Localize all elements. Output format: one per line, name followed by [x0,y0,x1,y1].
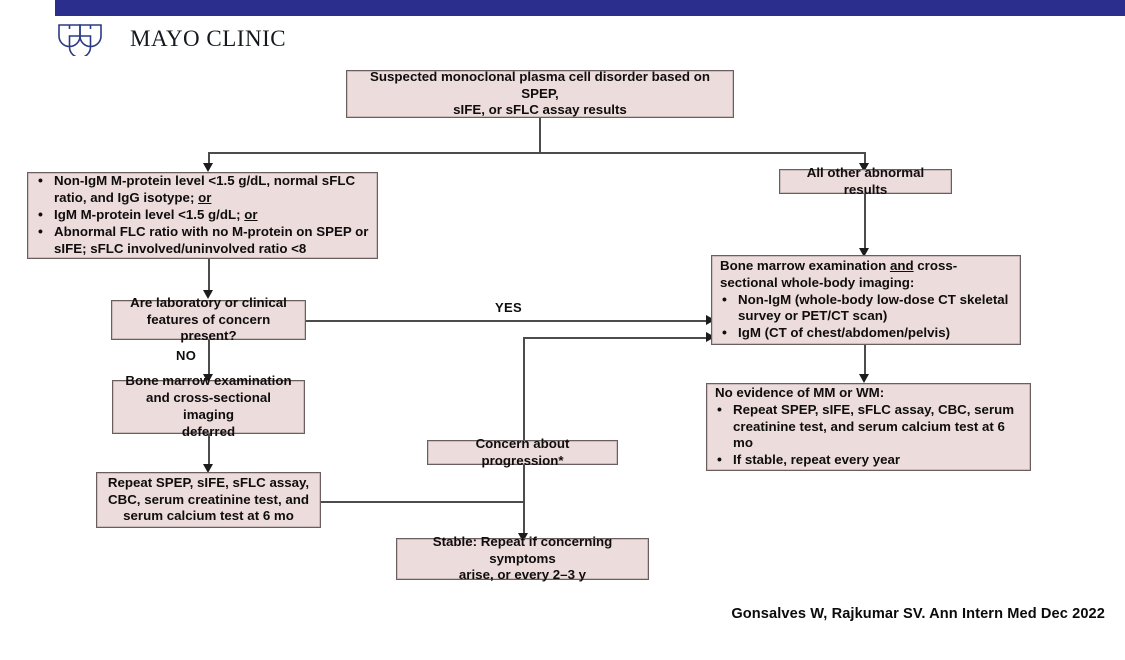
top-accent-bar [55,0,1125,16]
node-decision-line2: features of concern present? [146,311,271,344]
connector-lowrisk-to-decision [208,259,210,292]
list-item: IgM (CT of chest/abdomen/pelvis) [720,324,1012,342]
node-repeat-line3: serum calcium test at 6 mo [123,508,294,524]
arrow-yes-to-bone-marrow [706,315,715,325]
node-start-line2: sIFE, or sFLC assay results [453,102,627,118]
underlined-and: and [889,257,914,273]
node-repeat-line1: Repeat SPEP, sIFE, sFLC assay, [107,474,310,490]
list-item: Repeat SPEP, sIFE, sFLC assay, CBC, seru… [715,401,1022,453]
underlined-or: or [244,207,258,223]
node-repeat-labs: Repeat SPEP, sIFE, sFLC assay, CBC, seru… [96,472,321,528]
connector-spine-down [523,501,525,537]
arrow-to-stable [518,533,528,542]
connector-all-other-to-bonemarrow [864,194,866,250]
arrow-to-decision [203,290,213,299]
arrow-concern-to-bone-marrow [706,332,715,342]
node-bone-marrow-header: Bone marrow examination and cross-sectio… [720,257,958,290]
node-stable-line1: Stable: Repeat if concerning symptoms [432,533,613,566]
mayo-clinic-wordmark: MAYO CLINIC [130,26,287,51]
node-all-other-abnormal: All other abnormal results [779,165,952,197]
citation-text: Gonsalves W, Rajkumar SV. Ann Intern Med… [731,606,1105,622]
node-no-evidence-header: No evidence of MM or WM: [715,384,885,400]
node-low-risk-criteria: Non-IgM M-protein level <1.5 g/dL, norma… [27,172,378,259]
node-bone-marrow-deferred: Bone marrow examination and cross-sectio… [112,373,305,439]
mayo-shields-icon [57,22,119,56]
mayo-clinic-logo: MAYO CLINIC [57,22,286,56]
node-stable: Stable: Repeat if concerning symptoms ar… [396,534,649,582]
node-deferred-line2: and cross-sectional imaging [146,390,271,422]
arrow-to-no-evidence [859,374,869,383]
list-item: If stable, repeat every year [715,451,1022,469]
node-stable-line2: arise, or every 2–3 y [458,567,587,583]
node-all-other-label: All other abnormal results [806,164,925,197]
connector-concern-riser [523,337,525,440]
arrow-to-low-risk [203,163,213,172]
arrow-to-all-other [859,163,869,172]
connector-no-branch [208,340,210,378]
connector-concern-to-bonemarrow [523,337,710,339]
list-item: Non-IgM M-protein level <1.5 g/dL, norma… [36,172,369,207]
list-item: Abnormal FLC ratio with no M-protein on … [36,223,369,258]
node-deferred-line3: deferred [181,423,236,439]
node-concern-about-progression: Concern about progression* [427,436,618,468]
connector-to-right-branch [864,152,866,165]
node-no-evidence: No evidence of MM or WM: Repeat SPEP, sI… [706,383,1031,471]
node-decision-line1: Are laboratory or clinical [130,294,287,310]
arrow-to-repeat-labs [203,464,213,473]
list-item: IgM M-protein level <1.5 g/dL; or [36,206,369,224]
edge-label-yes: YES [495,300,522,315]
list-item: Non-IgM (whole-body low-dose CT skeletal… [720,291,1012,326]
connector-deferred-to-repeat [208,434,210,468]
node-bone-marrow-exam: Bone marrow examination and cross-sectio… [711,255,1021,345]
node-start-line1: Suspected monoclonal plasma cell disorde… [370,68,710,101]
connector-start-bus [208,152,865,154]
node-deferred-line1: Bone marrow examination [125,373,292,389]
connector-yes-branch [306,320,710,322]
connector-start-stem [539,118,541,152]
node-decision-features-of-concern: Are laboratory or clinical features of c… [111,295,306,343]
edge-label-no: NO [176,348,197,363]
underlined-or: or [198,190,212,206]
arrow-to-bone-marrow [859,248,869,257]
node-concern-label: Concern about progression* [475,435,570,468]
node-start: Suspected monoclonal plasma cell disorde… [346,68,734,118]
arrow-no-to-deferred [203,374,213,383]
connector-spine-up [523,461,525,501]
connector-to-left-branch [208,152,210,165]
connector-repeat-to-spine [321,501,524,503]
connector-bonemarrow-to-noevidence [864,345,866,378]
node-repeat-line2: CBC, serum creatinine test, and [108,491,309,507]
